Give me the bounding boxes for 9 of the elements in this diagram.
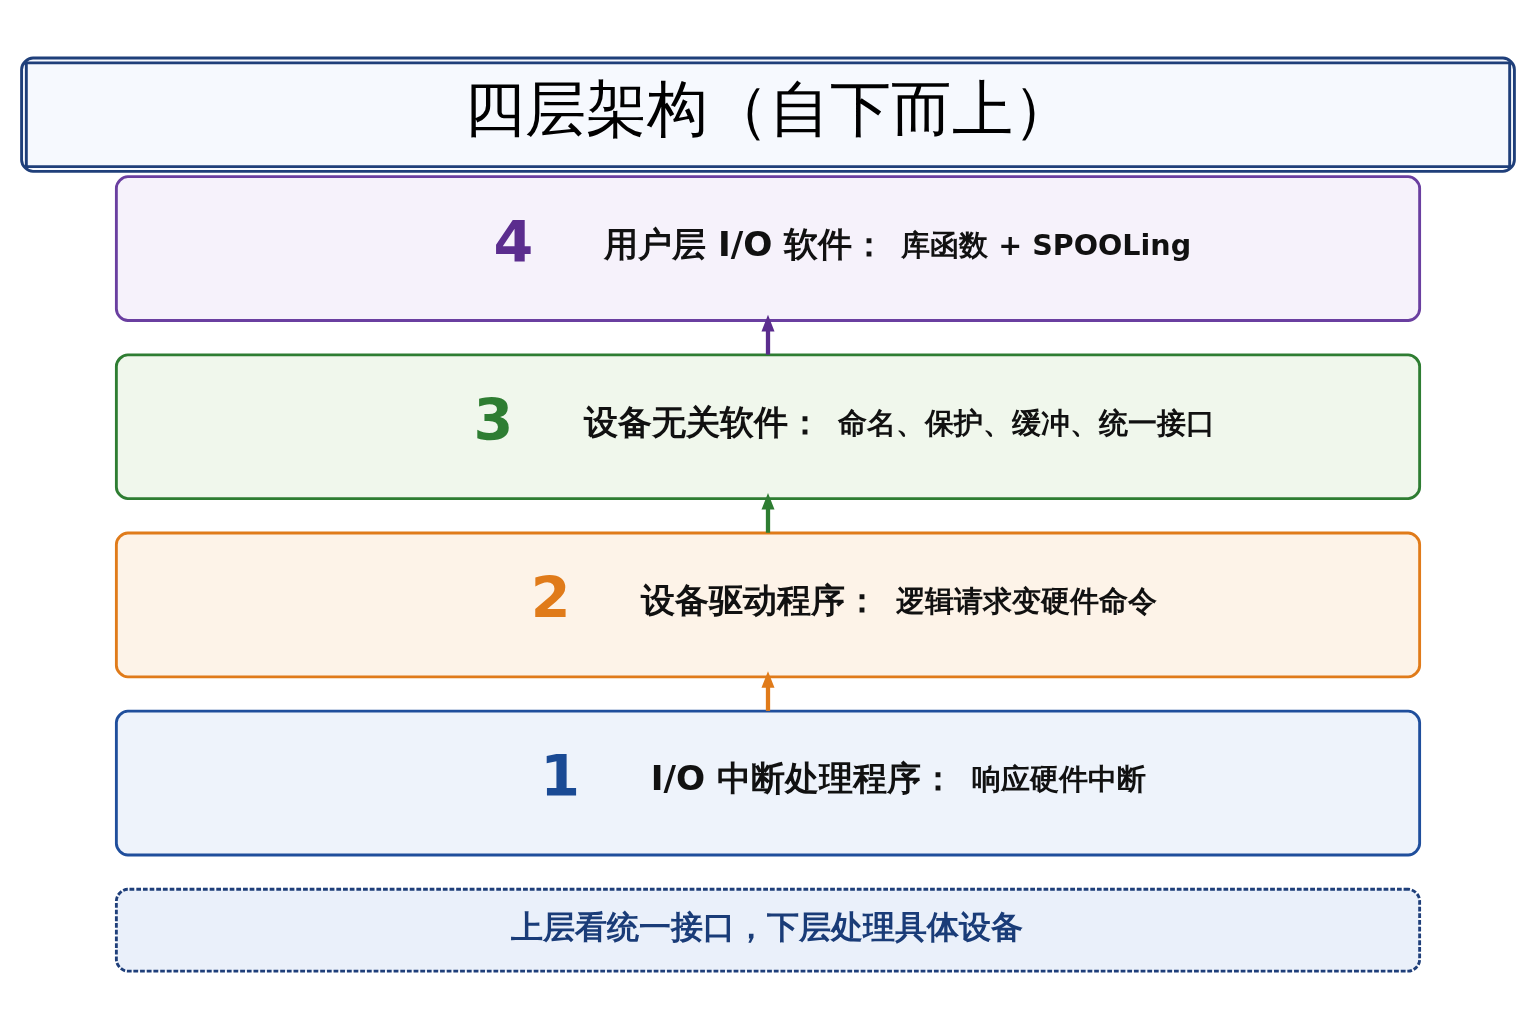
node-box: 上层看统一接口，下层处理具体设备 [114,887,1422,973]
arrow [761,671,775,711]
node-box: 1 I/O 中断处理程序： 响应硬件中断 [114,709,1422,857]
arrow [761,314,775,355]
diagram-title: 四层架构（自下而上） [464,73,1075,145]
arrow [761,492,775,533]
node-box: 2 设备驱动程序： 逻辑请求变硬件命令 [114,531,1422,679]
node-box: 4 用户层 I/O 软件： 库函数 + SPOOLing [114,175,1422,322]
node-box: 3 设备无关软件： 命名、保护、缓冲、统一接口 [114,353,1422,501]
